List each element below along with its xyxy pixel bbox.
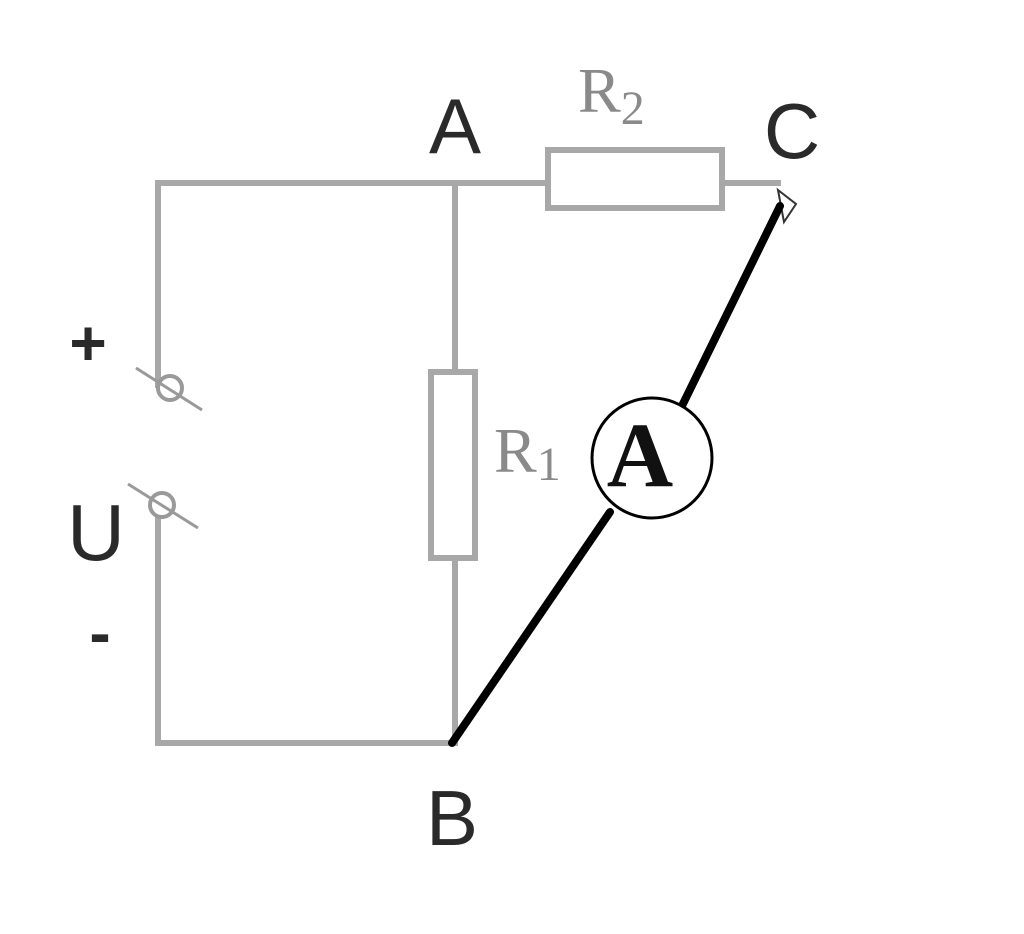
resistor-r2: [545, 147, 725, 211]
terminal-minus-slash: [127, 482, 199, 530]
node-label-b: B: [426, 774, 478, 862]
resistor-r1: [428, 369, 478, 561]
ammeter-circle: [590, 396, 714, 520]
ammeter-label: A: [607, 404, 673, 506]
node-label-a: A: [429, 82, 481, 170]
resistor-r2-letter: R: [578, 55, 621, 126]
resistor-r1-label: R1: [494, 415, 561, 491]
resistor-r1-letter: R: [494, 415, 537, 486]
resistor-r1-subscript: 1: [537, 438, 561, 491]
plus-sign: +: [69, 307, 106, 379]
wires: [155, 180, 781, 746]
resistor-r2-subscript: 2: [621, 82, 645, 135]
resistor-r2-label: R2: [578, 55, 645, 135]
ammeter: A: [590, 396, 714, 520]
minus-sign: -: [89, 597, 110, 669]
ammeter-wire-lower: [448, 508, 614, 747]
terminal-plus: [135, 366, 203, 412]
terminal-plus-slash: [135, 366, 203, 412]
ammeter-wire-upper: [674, 202, 784, 418]
node-label-c: C: [764, 87, 820, 175]
voltage-label-u: U: [67, 488, 125, 577]
terminal-minus: [127, 482, 199, 530]
